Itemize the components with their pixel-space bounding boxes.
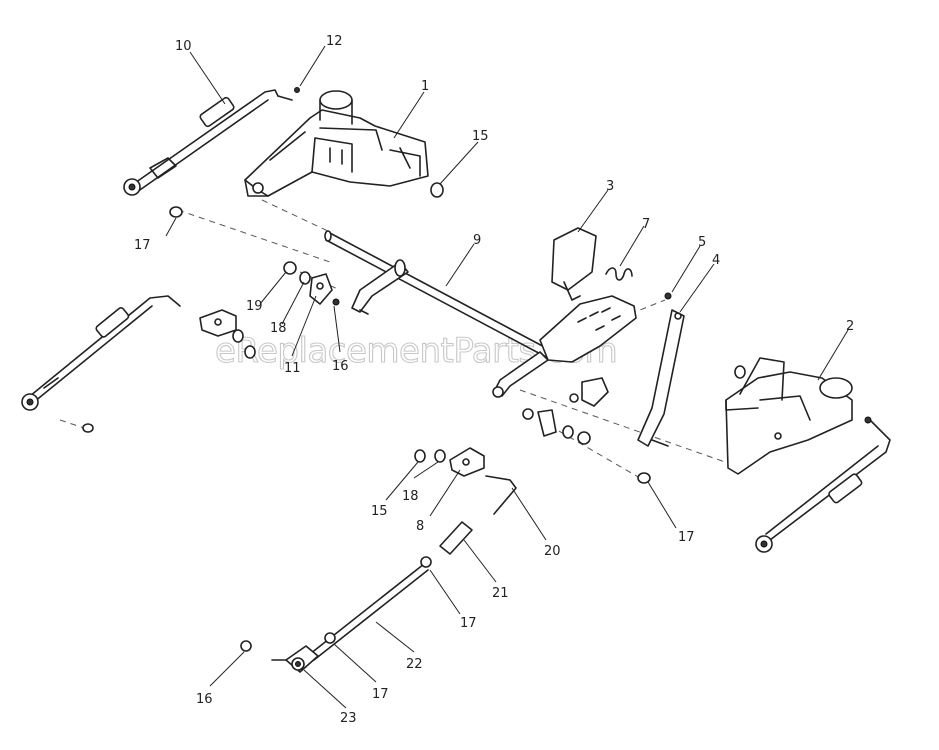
callout-15-lower: 15: [371, 504, 388, 519]
callout-11: 11: [284, 361, 301, 376]
part-4-pedal-arm: [637, 309, 685, 447]
callout-16-lower: 16: [196, 692, 213, 707]
part-21-sleeve: [439, 521, 473, 555]
callout-16-upper: 16: [332, 359, 349, 374]
assembly-centerlines: [59, 199, 726, 479]
part-10-lift-rod-upper: [123, 89, 293, 196]
callout-22: 22: [406, 657, 423, 672]
callout-7: 7: [642, 217, 650, 232]
part-12-pin: [294, 87, 300, 93]
callout-17-upper-left: 17: [134, 238, 151, 253]
callout-17-middle: 17: [460, 616, 477, 631]
part-5-pin: [664, 292, 672, 300]
callout-19: 19: [246, 299, 263, 314]
part-22-rod: [309, 556, 432, 661]
part-20-bent-rod: [485, 475, 517, 515]
callout-20: 20: [544, 544, 561, 559]
hub-cluster-19-18-11-16: [283, 261, 340, 306]
part-8-block-with-washers: [414, 447, 485, 477]
callout-10: 10: [175, 39, 192, 54]
callout-23: 23: [340, 711, 357, 726]
callout-18-upper: 18: [270, 321, 287, 336]
callout-4: 4: [712, 253, 720, 268]
part-3-pedal-pad: [551, 227, 597, 301]
callout-15-upper: 15: [472, 129, 489, 144]
leader-lines: [165, 45, 849, 709]
part-1-left-bracket: [244, 90, 429, 197]
part-7-spring: [605, 267, 633, 281]
right-hub-cluster: [522, 377, 651, 484]
callout-labels: 10 12 1 15 17 9 3 7 5 4 2 19 18 11 16 17…: [134, 34, 854, 726]
callout-12: 12: [326, 34, 343, 49]
callout-21: 21: [492, 586, 509, 601]
part-9-cross-shaft: [324, 230, 551, 398]
callout-9: 9: [473, 233, 481, 248]
lower-left-lift-rod: [21, 295, 256, 433]
part-15-ring-upper: [430, 182, 444, 198]
callout-17-lower: 17: [372, 687, 389, 702]
callout-8: 8: [416, 519, 424, 534]
callout-2: 2: [846, 319, 854, 334]
height-adjust-plate: [539, 295, 637, 363]
callout-5: 5: [698, 235, 706, 250]
part-2-right-bracket: [725, 357, 853, 475]
right-lift-rod: [755, 416, 891, 553]
part-17-spacer-upper: [169, 206, 183, 218]
callout-1: 1: [421, 79, 429, 94]
callout-3: 3: [606, 179, 614, 194]
part-23-rod-end: [240, 640, 319, 673]
callout-17-right: 17: [678, 530, 695, 545]
callout-18-lower: 18: [402, 489, 419, 504]
